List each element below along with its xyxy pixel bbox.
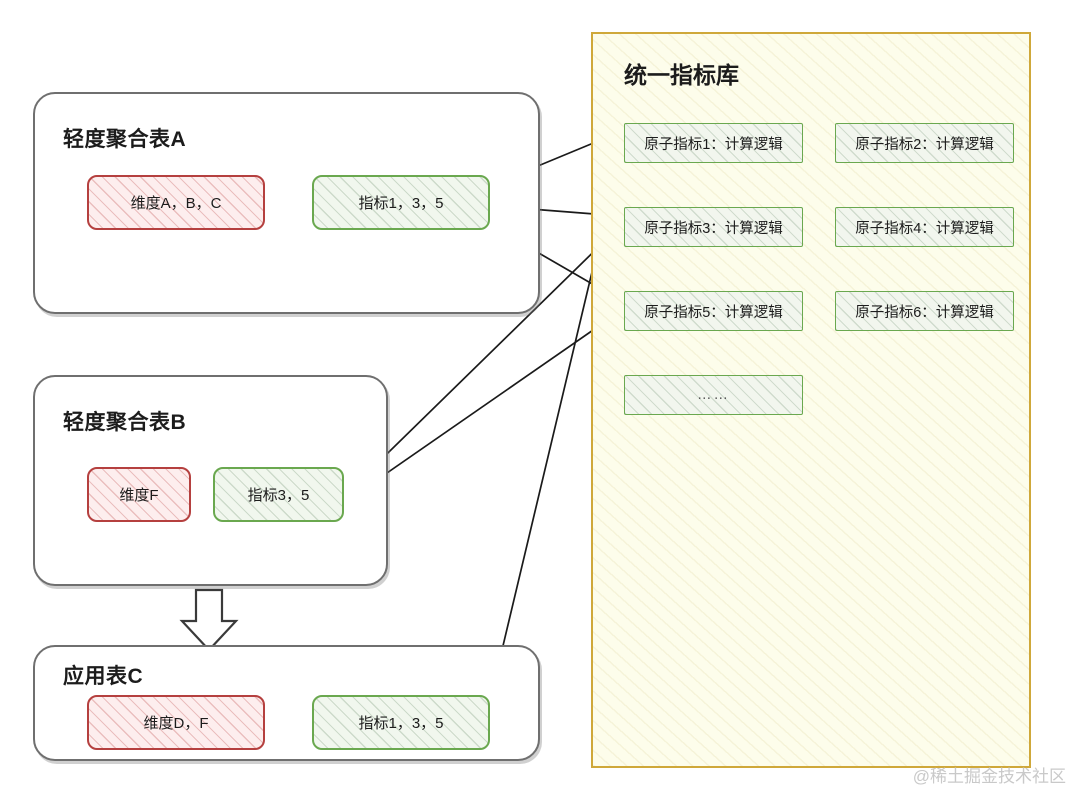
table-c-title: 应用表C [63, 665, 144, 688]
table-card-a[interactable]: 轻度聚合表A 维度A，B，C 指标1，3，5 [33, 92, 540, 314]
table-a-metric-box[interactable]: 指标1，3，5 [312, 175, 490, 230]
table-a-dimension-box[interactable]: 维度A，B，C [87, 175, 265, 230]
table-card-c[interactable]: 应用表C 维度D，F 指标1，3，5 [33, 645, 540, 761]
atom-metric-label: 原子指标6：计算逻辑 [855, 304, 994, 321]
atom-metric-chip-4[interactable]: 原子指标4：计算逻辑 [835, 207, 1014, 247]
arrow-atom5-to-tableB [347, 309, 623, 501]
atom-metric-chip-2[interactable]: 原子指标2：计算逻辑 [835, 123, 1014, 163]
library-title: 统一指标库 [624, 62, 739, 88]
flow-arrow-b-to-c [179, 588, 239, 652]
atom-metric-label: 原子指标1：计算逻辑 [644, 136, 783, 153]
table-b-dimension-box[interactable]: 维度F [87, 467, 191, 522]
atom-metric-label: 原子指标3：计算逻辑 [644, 220, 783, 237]
atom-metric-chip-5[interactable]: 原子指标5：计算逻辑 [624, 291, 803, 331]
atom-metric-chip-6[interactable]: 原子指标6：计算逻辑 [835, 291, 1014, 331]
table-card-b[interactable]: 轻度聚合表B 维度F 指标3，5 [33, 375, 388, 586]
table-c-metric-box[interactable]: 指标1，3，5 [312, 695, 490, 750]
unified-metric-library-panel[interactable]: 统一指标库 原子指标1：计算逻辑 原子指标2：计算逻辑 原子指标3：计算逻辑 原… [591, 32, 1031, 768]
atom-metric-chip-1[interactable]: 原子指标1：计算逻辑 [624, 123, 803, 163]
atom-metric-label: …… [697, 387, 730, 403]
table-b-title: 轻度聚合表B [63, 411, 187, 434]
table-c-metric-label: 指标1，3，5 [358, 715, 444, 732]
table-a-dimension-label: 维度A，B，C [130, 195, 222, 212]
table-b-metric-label: 指标3，5 [247, 487, 310, 504]
atom-metric-label: 原子指标5：计算逻辑 [644, 304, 783, 321]
table-a-title: 轻度聚合表A [63, 128, 187, 151]
table-c-dimension-box[interactable]: 维度D，F [87, 695, 265, 750]
table-c-dimension-label: 维度D，F [143, 715, 209, 732]
watermark: @稀土掘金技术社区 [912, 767, 1066, 786]
atom-metric-label: 原子指标4：计算逻辑 [855, 220, 994, 237]
table-a-metric-label: 指标1，3，5 [358, 195, 444, 212]
table-b-dimension-label: 维度F [119, 487, 159, 504]
atom-metric-chip-ellipsis[interactable]: …… [624, 375, 803, 415]
atom-metric-label: 原子指标2：计算逻辑 [855, 136, 994, 153]
atom-metric-chip-3[interactable]: 原子指标3：计算逻辑 [624, 207, 803, 247]
table-b-metric-box[interactable]: 指标3，5 [213, 467, 344, 522]
